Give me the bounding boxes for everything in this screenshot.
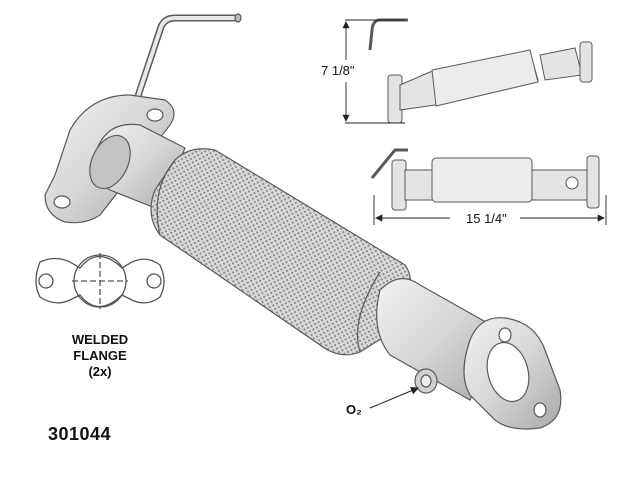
flange-caption: WELDED FLANGE (2x) bbox=[40, 332, 160, 380]
length-dimension-label: 15 1/4" bbox=[462, 211, 511, 226]
flange-caption-line2: FLANGE bbox=[73, 348, 127, 363]
dimension-lines bbox=[342, 19, 607, 225]
part-number: 301044 bbox=[48, 424, 112, 444]
outlet-flange-bolt-hole-bottom bbox=[533, 402, 547, 418]
height-dimension-label: 7 1/8" bbox=[321, 63, 355, 78]
outlet-flange-bolt-hole-top bbox=[498, 327, 512, 343]
flange-caption-line3: (2x) bbox=[88, 364, 112, 379]
inlet-flange-bolt-hole-top bbox=[146, 108, 164, 122]
o2-leader-line bbox=[369, 387, 419, 409]
side-view-bottom bbox=[370, 148, 600, 211]
side-view-top bbox=[368, 18, 593, 124]
flex-mesh-section bbox=[150, 148, 412, 356]
flange-caption-line1: WELDED bbox=[71, 332, 129, 347]
inlet-flange-bolt-hole-bottom bbox=[53, 195, 71, 209]
flange-detail-outline bbox=[35, 253, 165, 309]
o2-sensor-label: O₂ bbox=[346, 402, 362, 417]
main-pipe-assembly bbox=[44, 13, 562, 430]
